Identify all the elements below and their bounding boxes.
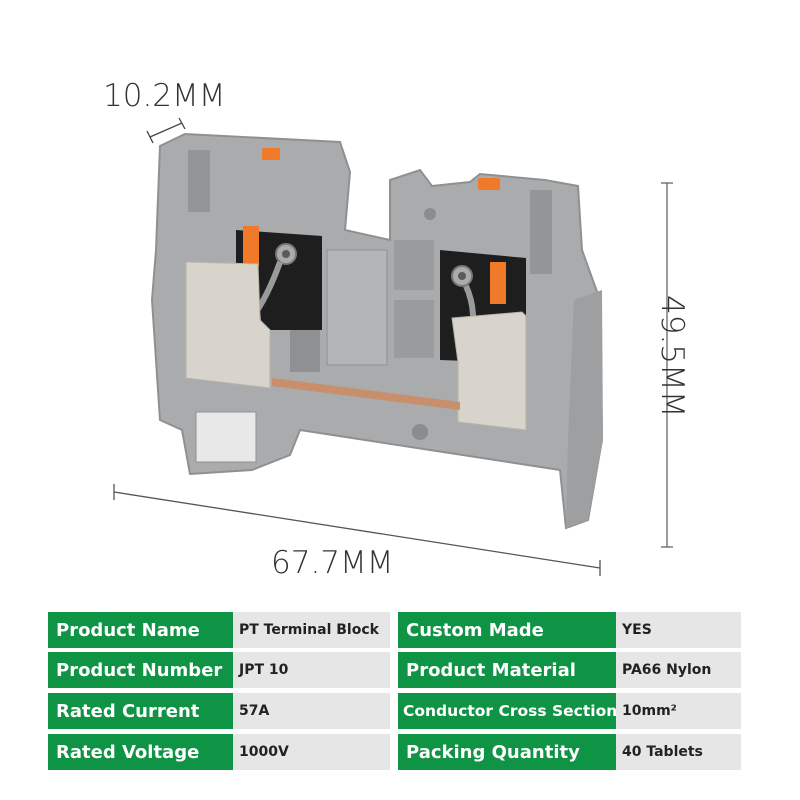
terminal-block-housing	[150, 132, 604, 530]
width-dimension-line	[146, 117, 186, 144]
product-image	[113, 117, 673, 576]
spec-label-conductor-cross-section: Conductor Cross Section	[398, 693, 616, 729]
spec-value-custom-made: YES	[616, 612, 741, 648]
spec-value-product-number: JPT 10	[233, 652, 390, 688]
spec-value-rated-voltage: 1000V	[233, 734, 390, 770]
spec-value-product-name: PT Terminal Block	[233, 612, 390, 648]
height-dimension-line	[661, 182, 673, 548]
spec-label-product-number: Product Number	[48, 652, 233, 688]
height-dimension-label: 49.5MM	[654, 295, 690, 418]
spec-label-custom-made: Custom Made	[398, 612, 616, 648]
spec-value-packing-quantity: 40 Tablets	[616, 734, 741, 770]
spec-label-product-name: Product Name	[48, 612, 233, 648]
spec-value-conductor-cross-section: 10mm²	[616, 693, 741, 729]
width-dimension-label: 10.2MM	[103, 78, 226, 114]
length-dimension-label: 67.7MM	[271, 545, 394, 581]
spec-label-rated-current: Rated Current	[48, 693, 233, 729]
spec-value-rated-current: 57A	[233, 693, 390, 729]
spec-label-product-material: Product Material	[398, 652, 616, 688]
spec-label-packing-quantity: Packing Quantity	[398, 734, 616, 770]
spec-label-rated-voltage: Rated Voltage	[48, 734, 233, 770]
length-dimension-line	[113, 484, 601, 576]
spec-value-product-material: PA66 Nylon	[616, 652, 741, 688]
